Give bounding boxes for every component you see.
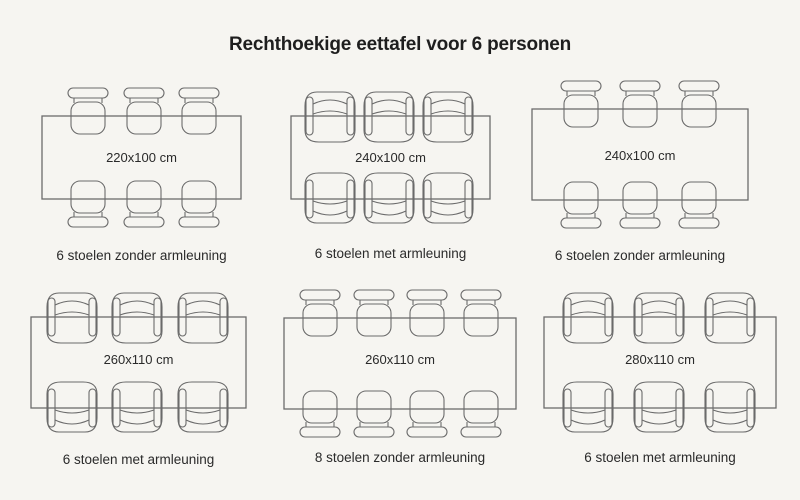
chair-without-armrest-icon [299,289,341,337]
table-outline [283,317,517,410]
table-layout-1 [41,87,242,228]
chair-without-armrest-icon [123,87,165,135]
chair-with-armrest-icon [562,381,614,433]
layout-caption-5: 8 stoelen zonder armleuning [314,450,486,465]
chair-with-armrest-icon [704,292,756,344]
chair-with-armrest-icon [704,381,756,433]
table-outline [543,316,777,409]
chair-without-armrest-icon [67,180,109,228]
chair-without-armrest-icon [123,180,165,228]
chair-with-armrest-icon [304,172,356,224]
chair-without-armrest-icon [406,390,448,438]
chair-without-armrest-icon [460,390,502,438]
table-dimensions-5: 260x110 cm [365,352,435,367]
chair-without-armrest-icon [299,390,341,438]
chair-without-armrest-icon [178,87,220,135]
chair-with-armrest-icon [422,91,474,143]
chair-with-armrest-icon [363,172,415,224]
chair-with-armrest-icon [111,381,163,433]
chair-with-armrest-icon [363,91,415,143]
chair-with-armrest-icon [177,381,229,433]
table-dimensions-4: 260x110 cm [103,352,174,367]
chair-without-armrest-icon [678,80,720,128]
table-dimensions-1: 220x100 cm [106,150,177,165]
chair-with-armrest-icon [111,292,163,344]
layout-caption-3: 6 stoelen zonder armleuning [554,248,726,263]
chair-with-armrest-icon [633,381,685,433]
table-layout-6 [543,292,777,433]
chair-with-armrest-icon [633,292,685,344]
chair-without-armrest-icon [178,180,220,228]
table-dimensions-2: 240x100 cm [355,150,426,165]
table-layout-2 [290,91,491,224]
table-layout-5 [283,289,517,438]
chair-without-armrest-icon [406,289,448,337]
chair-without-armrest-icon [353,289,395,337]
chair-without-armrest-icon [560,80,602,128]
page-title: Rechthoekige eettafel voor 6 personen [228,34,572,55]
chair-without-armrest-icon [353,390,395,438]
chair-with-armrest-icon [46,381,98,433]
chair-without-armrest-icon [619,80,661,128]
table-outline [41,115,242,200]
table-dimensions-3: 240x100 cm [604,148,676,163]
chair-without-armrest-icon [619,181,661,229]
table-outline [531,108,749,201]
table-dimensions-6: 280x110 cm [625,352,695,367]
layout-caption-6: 6 stoelen met armleuning [584,450,736,465]
table-layout-4 [30,292,247,433]
chair-with-armrest-icon [422,172,474,224]
table-outline [30,316,247,409]
chair-with-armrest-icon [177,292,229,344]
layout-caption-2: 6 stoelen met armleuning [314,246,467,261]
chair-without-armrest-icon [678,181,720,229]
chair-with-armrest-icon [46,292,98,344]
chair-with-armrest-icon [562,292,614,344]
chair-without-armrest-icon [67,87,109,135]
table-layout-3 [531,80,749,229]
layout-caption-1: 6 stoelen zonder armleuning [56,248,227,263]
layout-caption-4: 6 stoelen met armleuning [62,452,215,467]
chair-without-armrest-icon [560,181,602,229]
table-outline [290,115,491,200]
chair-without-armrest-icon [460,289,502,337]
chair-with-armrest-icon [304,91,356,143]
